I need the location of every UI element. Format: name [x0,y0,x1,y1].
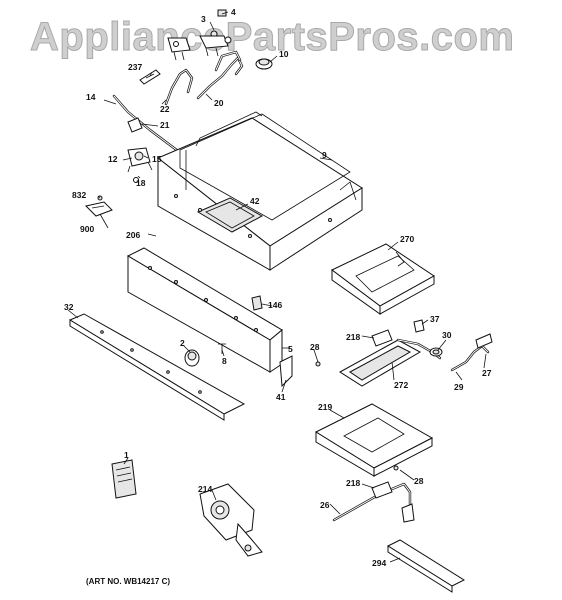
orifice-237 [139,69,161,85]
callout-4: 4 [231,7,236,17]
screw-4 [217,9,227,17]
callout-219: 219 [318,402,332,412]
callout-20: 20 [214,98,224,108]
callout-206: 206 [126,230,140,240]
callout-12: 12 [108,154,118,164]
orifice-27 [475,333,493,349]
callout-9: 9 [322,150,327,160]
callout-272: 272 [394,380,408,390]
callout-15: 15 [152,154,162,164]
cap-10 [255,58,273,70]
callout-900: 900 [80,224,94,234]
screw-28-upper [315,361,321,367]
spacer-37 [413,319,425,333]
trim-strip-32 [68,313,246,421]
literature-1 [111,459,137,499]
callout-27: 27 [482,368,492,378]
knob-2 [184,349,200,367]
callout-2: 2 [180,338,185,348]
callout-237: 237 [128,62,142,72]
manifold-panel-5 [126,247,283,373]
callout-26: 26 [320,500,330,510]
valve-218-upper [371,329,393,347]
callout-10: 10 [279,49,289,59]
callout-218-upper: 218 [346,332,360,342]
tray-270 [331,243,435,315]
callout-41: 41 [276,392,286,402]
callout-labels: 3 4 10 237 14 22 20 21 12 15 18 9 832 90… [64,7,492,568]
bracket-900 [85,195,113,217]
callout-1: 1 [124,450,129,460]
callout-214: 214 [198,484,212,494]
callout-832: 832 [72,190,86,200]
callout-3: 3 [201,14,206,24]
callout-270: 270 [400,234,414,244]
callout-21: 21 [160,120,170,130]
callout-42: 42 [250,196,260,206]
leader-lines [67,11,487,563]
bracket-21 [127,117,143,133]
burner-272 [339,338,442,387]
valve-12 [127,147,153,183]
screw-28-lower [393,465,399,471]
valve-218-lower [371,481,393,499]
callout-218-lower: 218 [346,478,360,488]
callout-5: 5 [288,344,293,354]
burner-26 [332,482,415,523]
callout-18: 18 [136,178,146,188]
callout-22: 22 [160,104,170,114]
trim-294 [386,539,466,593]
watermark-logo: AppliancePartsPros.com [30,15,515,59]
callout-14: 14 [86,92,96,102]
valve-assembly-3 [199,30,232,57]
callout-8: 8 [222,356,227,366]
screw-8 [218,343,226,354]
callout-294: 294 [372,558,386,568]
bracket-41 [279,355,293,388]
tray-219 [314,403,434,477]
clip-146 [251,295,263,311]
fitting-30 [429,347,443,357]
burner-box-9 [157,111,363,271]
callout-30: 30 [442,330,452,340]
art-number: (ART NO. WB14217 C) [86,577,170,586]
callout-146: 146 [268,300,282,310]
callout-37: 37 [430,314,440,324]
regulator-214 [199,483,263,557]
callout-32: 32 [64,302,74,312]
valve-assembly-left [167,37,191,61]
callout-29: 29 [454,382,464,392]
firebox-opening-42 [196,197,264,233]
callout-28-upper: 28 [310,342,320,352]
callout-28-lower: 28 [414,476,424,486]
